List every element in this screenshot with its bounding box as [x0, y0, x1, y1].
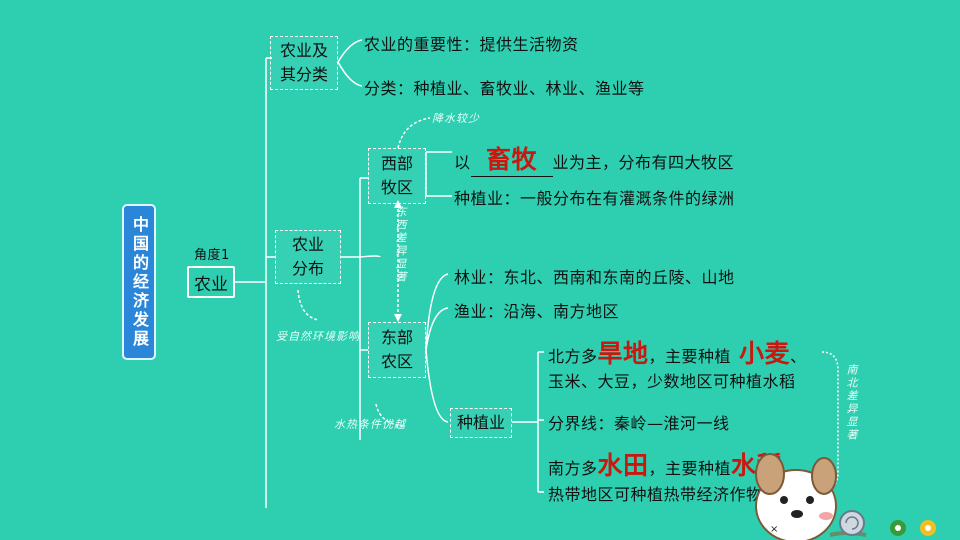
north-prefix: 北方多: [548, 347, 598, 366]
west-pasture-node: 西部牧区: [368, 148, 426, 204]
main-title: 中国的经济发展: [122, 204, 156, 360]
north-line1: 北方多旱地，主要种植小麦、: [548, 334, 807, 370]
south-prefix: 南方多: [548, 459, 598, 478]
forestry-text: 林业：东北、西南和东南的丘陵、山地: [454, 268, 735, 287]
east-west-diff-note: 东西差异显著: [394, 206, 407, 284]
north-line2: 玉米、大豆，少数地区可种植水稻: [548, 372, 796, 391]
cartoon-dog-illustration: ×: [755, 453, 837, 540]
west-line1-suffix: 业为主，分布有四大牧区: [552, 153, 735, 172]
natural-env-note: 受自然环境影响: [276, 330, 360, 343]
importance-text: 农业的重要性：提供生活物资: [364, 35, 579, 54]
root-node: 农业: [187, 266, 235, 298]
low-rainfall-note: 降水较少: [432, 112, 480, 125]
boundary-text: 分界线：秦岭—淮河一线: [548, 414, 730, 433]
angle-label: 角度1: [194, 248, 230, 263]
north-answer-dryland: 旱地: [597, 339, 649, 368]
north-south-diff-note: 南北差异显著: [845, 364, 858, 442]
west-line1-prefix: 以: [454, 153, 471, 172]
north-answer-wheat: 小麦: [739, 339, 791, 368]
south-line2: 热带地区可种植热带经济作物: [548, 485, 763, 504]
south-line1: 南方多水田，主要种植水稻，: [548, 446, 799, 482]
water-heat-note: 水热条件优越: [334, 418, 406, 431]
west-answer-livestock: 畜牧: [470, 140, 553, 177]
svg-text:×: ×: [770, 524, 778, 535]
types-text: 分类：种植业、畜牧业、林业、渔业等: [364, 79, 645, 98]
west-line2: 种植业：一般分布在有灌溉条件的绿洲: [454, 189, 735, 208]
north-mid: ，主要种植: [648, 347, 732, 366]
fishery-text: 渔业：沿海、南方地区: [454, 302, 620, 321]
west-line1: 以畜牧业为主，分布有四大牧区: [454, 140, 734, 177]
category-node: 农业及其分类: [270, 36, 338, 90]
snail-decoration: [829, 510, 867, 537]
south-answer-paddy: 水田: [597, 451, 649, 480]
flower-decoration: [890, 520, 936, 536]
distribution-node: 农业分布: [275, 230, 341, 284]
south-mid: ，主要种植: [648, 459, 732, 478]
planting-node: 种植业: [450, 408, 512, 438]
east-farm-node: 东部农区: [368, 322, 426, 378]
north-suffix: 、: [790, 347, 807, 366]
